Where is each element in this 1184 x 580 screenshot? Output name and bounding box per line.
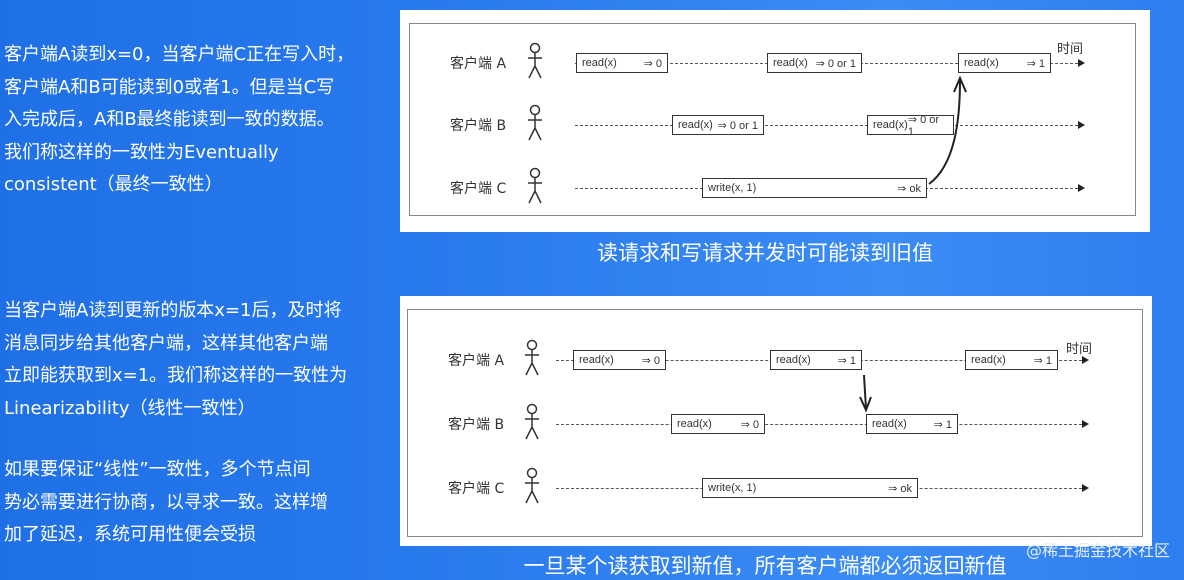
- diagram1-lane-label: 客户端 B: [450, 118, 507, 134]
- tradeoff-text: 如果要保证“线性”一致性，多个节点间 势必需要进行协商，以寻求一致。这样增 加了…: [4, 454, 394, 552]
- text-line: 加了延迟，系统可用性便会受损: [4, 524, 256, 545]
- operation-result: ⇒ 1: [1033, 354, 1052, 367]
- stick-figure-icon: [526, 104, 544, 146]
- text-line: 如果要保证“线性”一致性，多个节点间: [4, 459, 311, 480]
- operation-call: read(x): [773, 57, 808, 69]
- timeline-arrow-icon: [1078, 184, 1085, 192]
- timeline-arrow-icon: [1082, 420, 1089, 428]
- operation-call: write(x, 1): [708, 182, 757, 194]
- diagram1-operation-box: write(x, 1) ⇒ ok: [702, 178, 927, 198]
- operation-result: ⇒ 1: [1026, 57, 1045, 70]
- diagram1-operation-box: read(x) ⇒ 0: [576, 53, 668, 73]
- operation-call: read(x): [677, 418, 712, 430]
- diagram2-panel: [400, 296, 1152, 546]
- diagram1-operation-box: read(x) ⇒ 0 or 1: [767, 53, 862, 73]
- diagram1-time-label: 时间: [1057, 42, 1084, 57]
- diagram2-operation-box: read(x) ⇒ 0: [573, 350, 666, 370]
- operation-result: ⇒ ok: [897, 182, 921, 195]
- diagram2-time-label: 时间: [1066, 342, 1093, 357]
- diagram2-operation-box: read(x) ⇒ 1: [770, 350, 862, 370]
- operation-result: ⇒ 0: [643, 57, 662, 70]
- diagram2-frame: [407, 309, 1143, 537]
- operation-result: ⇒ 0 or 1: [717, 119, 758, 132]
- timeline-arrow-icon: [1078, 121, 1085, 129]
- diagram2-operation-box: read(x) ⇒ 1: [866, 414, 958, 434]
- operation-result: ⇒ 0: [740, 418, 759, 431]
- diagram2-operation-box: read(x) ⇒ 0: [671, 414, 765, 434]
- text-line: 立即能获取到x=1。我们称这样的一致性为: [4, 365, 348, 386]
- diagram2-caption: 一旦某个读获取到新值，所有客户端都必须返回新值: [523, 554, 1007, 578]
- operation-call: read(x): [776, 354, 811, 366]
- text-line: 当客户端A读到更新的版本x=1后，及时将: [4, 300, 342, 321]
- operation-call: write(x, 1): [708, 482, 757, 494]
- diagram1-operation-box: read(x) ⇒ 1: [958, 53, 1051, 73]
- operation-call: read(x): [873, 119, 908, 131]
- timeline-arrow-icon: [1082, 356, 1089, 364]
- stick-figure-icon: [523, 339, 541, 381]
- diagram2-timeline: [556, 424, 1082, 425]
- timeline-arrow-icon: [1082, 484, 1089, 492]
- stick-figure-icon: [523, 403, 541, 445]
- operation-call: read(x): [872, 418, 907, 430]
- diagram1-caption: 读请求和写请求并发时可能读到旧值: [597, 241, 933, 265]
- operation-call: read(x): [579, 354, 614, 366]
- text-line: 我们称这样的一致性为Eventually: [4, 141, 279, 163]
- text-line: 入完成后，A和B最终能读到一致的数据。: [4, 109, 335, 130]
- eventual-consistency-text: 客户端A读到x=0，当客户端C正在写入时， 客户端A和B可能读到0或者1。但是当…: [4, 39, 394, 202]
- operation-call: read(x): [678, 119, 713, 131]
- operation-result: ⇒ 0 or 1: [907, 113, 940, 138]
- operation-result: ⇒ 1: [933, 418, 952, 431]
- text-line: 客户端A和B可能读到0或者1。但是当C写: [4, 76, 335, 98]
- stick-figure-icon: [526, 42, 544, 84]
- diagram1-operation-box: read(x)⇒ 0 or 1: [867, 113, 954, 138]
- operation-result: ⇒ ok: [888, 482, 912, 495]
- text-line: Linearizability（线性一致性）: [4, 397, 256, 419]
- diagram1-operation-box: read(x) ⇒ 0 or 1: [672, 115, 764, 135]
- text-line: 势必需要进行协商，以寻求一致。这样增: [4, 491, 328, 513]
- operation-call: read(x): [582, 57, 617, 69]
- text-line: 消息同步给其他客户端，这样其他客户端: [4, 332, 328, 354]
- text-line: 客户端A读到x=0，当客户端C正在写入时，: [4, 44, 355, 65]
- diagram1-lane-label: 客户端 A: [450, 56, 507, 72]
- stick-figure-icon: [526, 167, 544, 209]
- text-line: consistent（最终一致性）: [4, 174, 223, 195]
- operation-result: ⇒ 0: [641, 354, 660, 367]
- diagram2-operation-box: write(x, 1) ⇒ ok: [702, 478, 918, 498]
- watermark: @稀土掘金技术社区: [1025, 541, 1170, 560]
- stick-figure-icon: [523, 467, 541, 509]
- timeline-arrow-icon: [1078, 59, 1085, 67]
- diagram2-lane-label: 客户端 C: [448, 481, 505, 497]
- diagram1-timeline: [575, 125, 1078, 126]
- diagram2-lane-label: 客户端 A: [448, 353, 505, 369]
- linearizability-text: 当客户端A读到更新的版本x=1后，及时将 消息同步给其他客户端，这样其他客户端 …: [4, 295, 394, 425]
- operation-result: ⇒ 0 or 1: [815, 57, 856, 70]
- diagram1-frame: [409, 23, 1136, 216]
- operation-call: read(x): [964, 57, 999, 69]
- operation-call: read(x): [971, 354, 1006, 366]
- diagram1-lane-label: 客户端 C: [450, 181, 507, 197]
- diagram2-operation-box: read(x) ⇒ 1: [965, 350, 1058, 370]
- operation-result: ⇒ 1: [837, 354, 856, 367]
- diagram2-lane-label: 客户端 B: [448, 417, 505, 433]
